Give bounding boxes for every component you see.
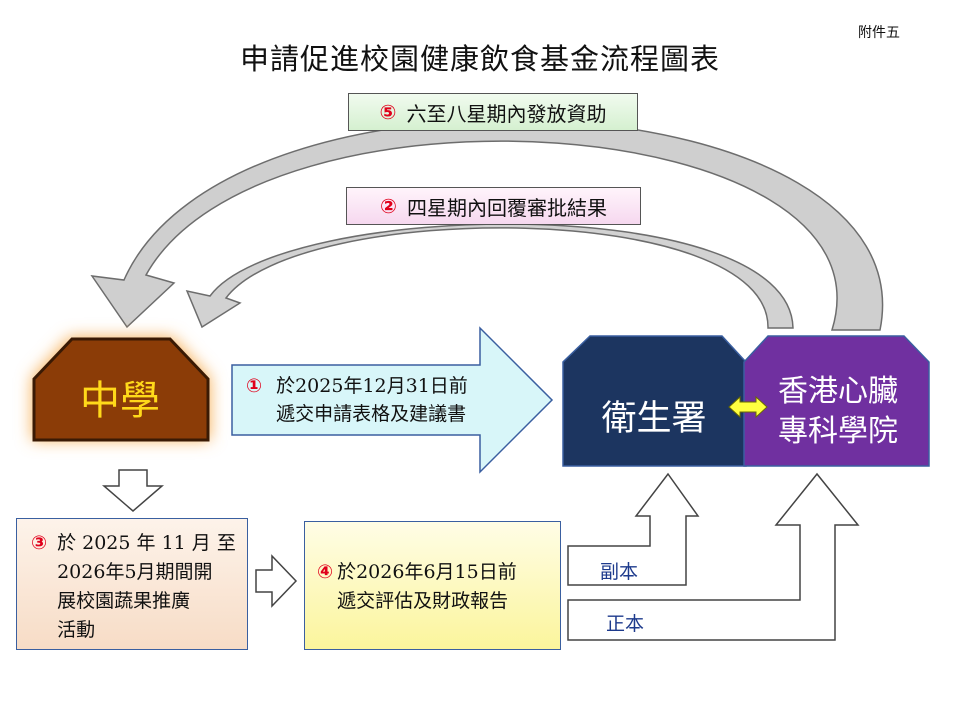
annex-label: 附件五 bbox=[858, 25, 900, 41]
right-arrow-icon bbox=[255, 554, 298, 608]
doh-label: 衛生署 bbox=[601, 399, 707, 439]
curved-arrow-disbursement bbox=[90, 118, 884, 331]
down-arrow-icon bbox=[101, 469, 165, 512]
step4-box: ④ 於2026年6月15日前 遞交評估及財政報告 bbox=[304, 521, 561, 650]
step3-line1: 於 2025 年 11 月 至 bbox=[57, 532, 236, 554]
step3-line4: 活動 bbox=[57, 619, 96, 641]
hkcc-label-line1: 香港心臟 bbox=[778, 374, 898, 409]
step3-box: ③ 於 2025 年 11 月 至 2026年5月期間開 展校園蔬果推廣 活動 bbox=[16, 518, 248, 650]
hkcc-label: 香港心臟 專科學院 bbox=[748, 372, 928, 452]
original-elbow-arrow bbox=[567, 472, 860, 641]
step5-label: ⑤ 六至八星期內發放資助 bbox=[348, 93, 638, 131]
original-label: 正本 bbox=[606, 613, 645, 635]
step3-line3: 展校園蔬果推廣 bbox=[57, 590, 191, 612]
page-title: 申請促進校園健康飲食基金流程圖表 bbox=[239, 42, 720, 76]
school-label: 中學 bbox=[80, 378, 160, 424]
step4-number: ④ bbox=[317, 561, 334, 583]
step2-label: ② 四星期內回覆審批結果 bbox=[346, 187, 641, 225]
copy-label: 副本 bbox=[600, 561, 639, 583]
step1-label: ① 於2025年12月31日前 遞交申請表格及建議書 bbox=[246, 372, 468, 428]
double-arrow-icon bbox=[728, 395, 768, 419]
step4-line2: 遞交評估及財政報告 bbox=[337, 590, 509, 612]
step4-line1: 於2026年6月15日前 bbox=[337, 561, 517, 583]
curved-arrow-approval bbox=[185, 223, 794, 329]
hkcc-label-line2: 專科學院 bbox=[778, 414, 898, 449]
step1-number: ① bbox=[246, 375, 263, 397]
step1-line1: 於2025年12月31日前 bbox=[276, 375, 468, 397]
step3-number: ③ bbox=[31, 532, 48, 554]
school-node[interactable] bbox=[32, 337, 210, 442]
hkcc-node[interactable] bbox=[743, 335, 930, 467]
copy-elbow-arrow bbox=[567, 472, 700, 586]
step2-number: ② bbox=[380, 194, 397, 218]
step3-line2: 2026年5月期間開 bbox=[57, 561, 213, 583]
step2-text: 四星期內回覆審批結果 bbox=[406, 195, 607, 220]
step5-number: ⑤ bbox=[379, 100, 397, 124]
step1-line2: 遞交申請表格及建議書 bbox=[276, 403, 467, 425]
step1-arrow bbox=[231, 326, 554, 474]
step5-text: 六至八星期內發放資助 bbox=[406, 101, 607, 126]
